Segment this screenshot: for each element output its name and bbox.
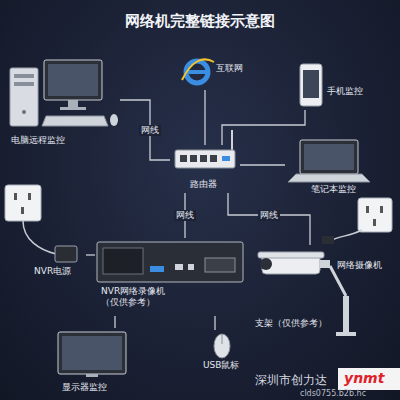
device-label: 网络摄像机 [337, 260, 385, 271]
wall-outlet [322, 198, 392, 244]
cable-line [120, 100, 170, 160]
network-cable [120, 100, 170, 160]
network-cable [115, 316, 116, 328]
device-node: NVR电源 [30, 240, 86, 282]
device-node: 电脑远程监控 [5, 55, 120, 150]
wall-outlet [5, 185, 56, 254]
nvr-recorder [97, 242, 243, 282]
part-note: 支架（仅供参考） [255, 318, 327, 329]
edge-label: 网线 [174, 210, 196, 221]
device-node: 手机监控 [295, 60, 372, 110]
cable-line [228, 193, 310, 245]
logo-band [338, 368, 400, 390]
device-node: 网络摄像机 [255, 245, 387, 290]
network-cable [86, 255, 95, 256]
device-label: NVR网络录像机 （仅供参考） [101, 286, 185, 308]
internet-icon [182, 59, 214, 83]
desktop-computer [10, 60, 118, 126]
device-label: 笔记本监控 [311, 184, 377, 195]
cable-line [114, 316, 115, 328]
cable-line [240, 164, 285, 165]
device-label: 路由器 [190, 179, 238, 190]
network-cable [228, 193, 310, 245]
device-node: 互联网 [180, 55, 252, 90]
cable-line [86, 254, 95, 255]
cable-line [204, 90, 205, 145]
network-cable [205, 90, 206, 145]
network-cable [215, 316, 216, 330]
device-node: 路由器 [170, 145, 240, 193]
device-node: NVR网络录像机 （仅供参考） [95, 238, 245, 316]
network-cable [240, 165, 285, 166]
diagram-title: 网络机完整链接示意图 [0, 12, 400, 31]
power-adapter [55, 246, 77, 262]
usb-mouse [214, 334, 230, 358]
display-monitor [58, 332, 126, 377]
device-label: USB鼠标 [203, 360, 253, 371]
device-node: 显示器监控 [50, 328, 140, 398]
watermark: ynmt [344, 370, 384, 386]
laptop [288, 140, 370, 182]
device-label: 互联网 [216, 63, 250, 74]
device-label: 显示器监控 [62, 382, 137, 393]
watermark: clds0755.b2b.hc [300, 389, 366, 399]
cable-line [222, 110, 305, 145]
device-node: USB鼠标 [195, 330, 255, 375]
bullet-camera [258, 252, 330, 274]
edge-label: 网线 [258, 210, 280, 221]
device-label: NVR电源 [34, 266, 84, 277]
edge-label: 网线 [139, 125, 161, 136]
camera-bracket [330, 266, 356, 336]
network-cable [222, 110, 305, 145]
device-label: 手机监控 [327, 86, 370, 97]
watermark: 深圳市创力达 [255, 373, 327, 387]
device-label: 电脑远程监控 [11, 135, 116, 146]
mobile-phone [300, 64, 322, 106]
cable-line [214, 316, 215, 330]
device-node: 笔记本监控 [285, 135, 380, 197]
